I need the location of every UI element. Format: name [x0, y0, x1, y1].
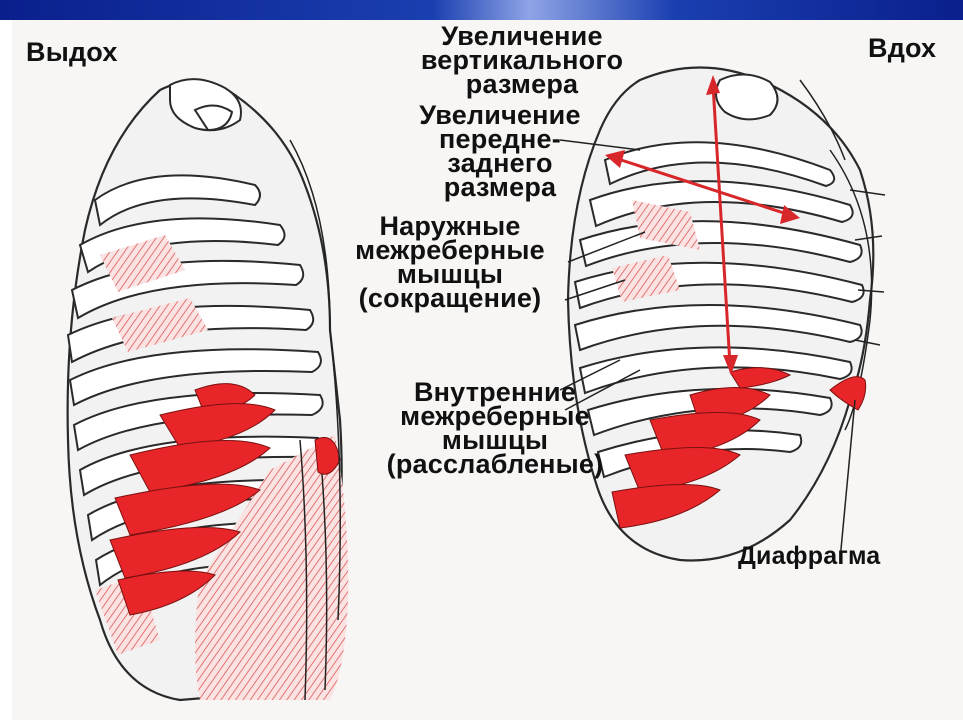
inhale-label: Вдох [868, 36, 936, 60]
diaphragm-label: Диафрагма [738, 544, 880, 568]
anteroposterior-size-label: Увеличение передне- заднего размера [380, 103, 620, 199]
exhale-ribcage [68, 79, 349, 700]
exhale-label: Выдох [26, 40, 118, 64]
vertical-size-label: Увеличение вертикального размера [372, 24, 672, 96]
external-intercostal-label: Наружные межреберные мышцы (сокращение) [315, 214, 585, 310]
internal-intercostal-label: Внутренние межреберные мышцы (расслаблен… [345, 380, 645, 476]
